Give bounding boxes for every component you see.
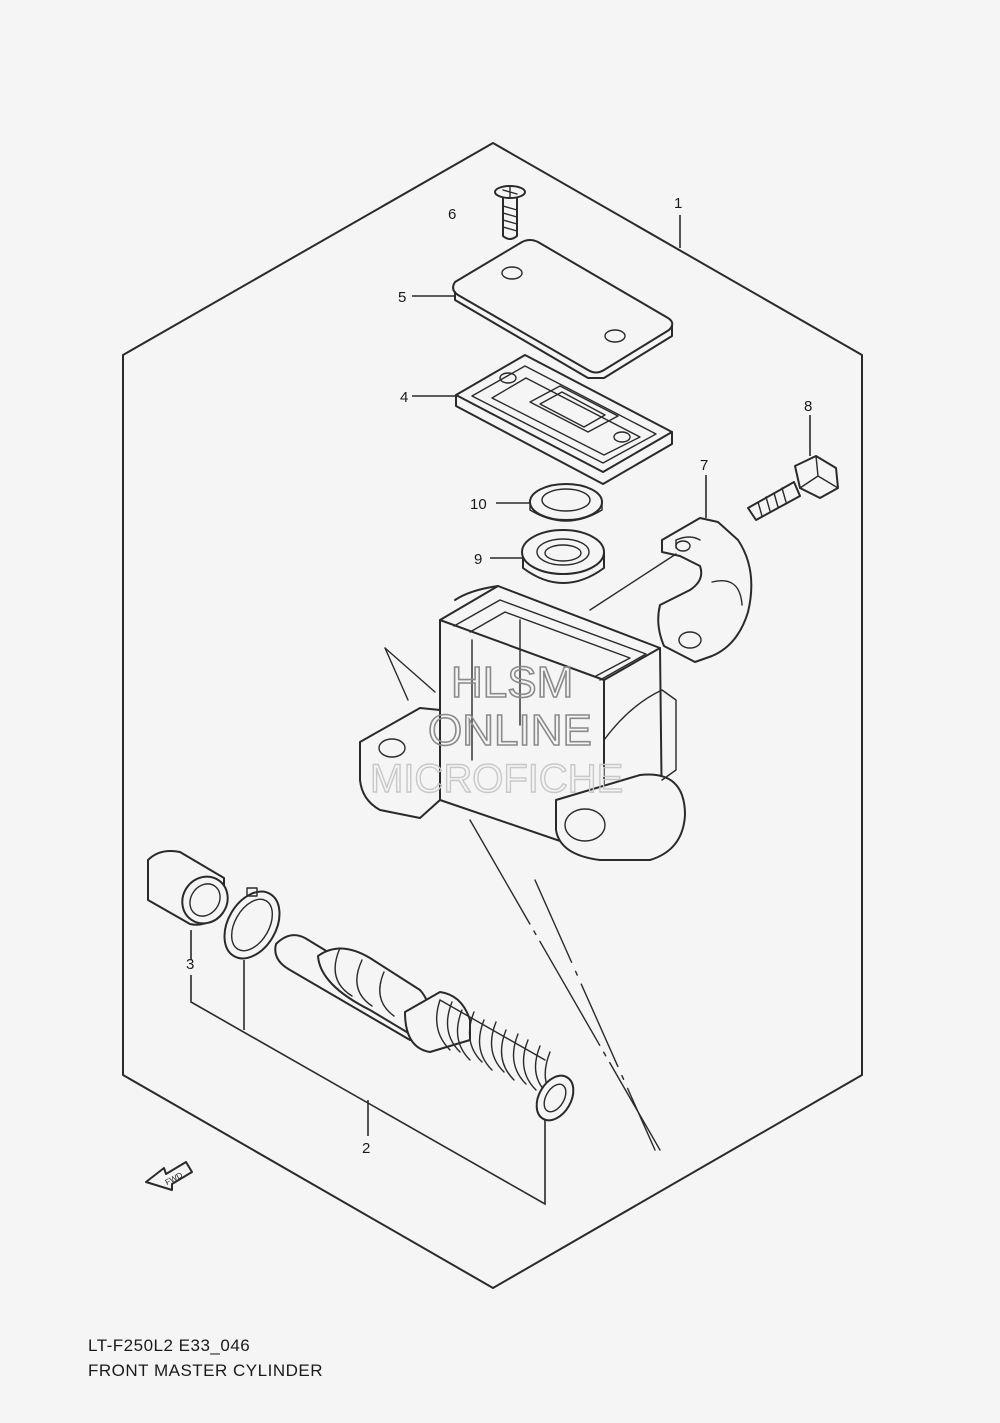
watermark-line-1: HLSM: [451, 658, 573, 707]
watermark: HLSM ONLINE MICROFICHE: [369, 657, 624, 802]
callout-9: 9: [474, 551, 482, 568]
callout-6: 6: [448, 206, 456, 223]
circlip-part[interactable]: [213, 882, 291, 968]
reservoir-cap-part[interactable]: [452, 239, 674, 379]
master-cylinder-body-part[interactable]: [359, 585, 686, 861]
assembly-outline: [122, 142, 863, 1289]
bolt-part[interactable]: [747, 455, 839, 521]
ring-part[interactable]: [529, 483, 603, 522]
screw-part[interactable]: [494, 185, 526, 240]
callout-3: 3: [186, 956, 194, 973]
callout-2: 2: [362, 1140, 370, 1157]
callout-1: 1: [674, 195, 682, 212]
pointer-lines: [384, 647, 661, 1151]
seal-part[interactable]: [521, 529, 605, 584]
callout-10: 10: [470, 496, 487, 513]
dust-boot-part[interactable]: [147, 850, 237, 932]
watermark-line-2: ONLINE: [428, 706, 592, 755]
watermark-line-3: MICROFICHE: [370, 757, 623, 801]
callout-8: 8: [804, 398, 812, 415]
diagram-title: FRONT MASTER CYLINDER: [88, 1361, 323, 1380]
callout-4: 4: [400, 389, 408, 406]
diaphragm-part[interactable]: [455, 354, 673, 485]
clamp-part[interactable]: [657, 517, 753, 663]
leader-lines: [190, 215, 811, 1206]
callout-5: 5: [398, 289, 406, 306]
diagram-code: LT-F250L2 E33_046: [88, 1336, 251, 1355]
forward-arrow-icon: FWD: [145, 1161, 193, 1191]
callout-7: 7: [700, 457, 708, 474]
alignment-line: [589, 553, 677, 611]
piston-assembly-part[interactable]: [274, 934, 581, 1127]
